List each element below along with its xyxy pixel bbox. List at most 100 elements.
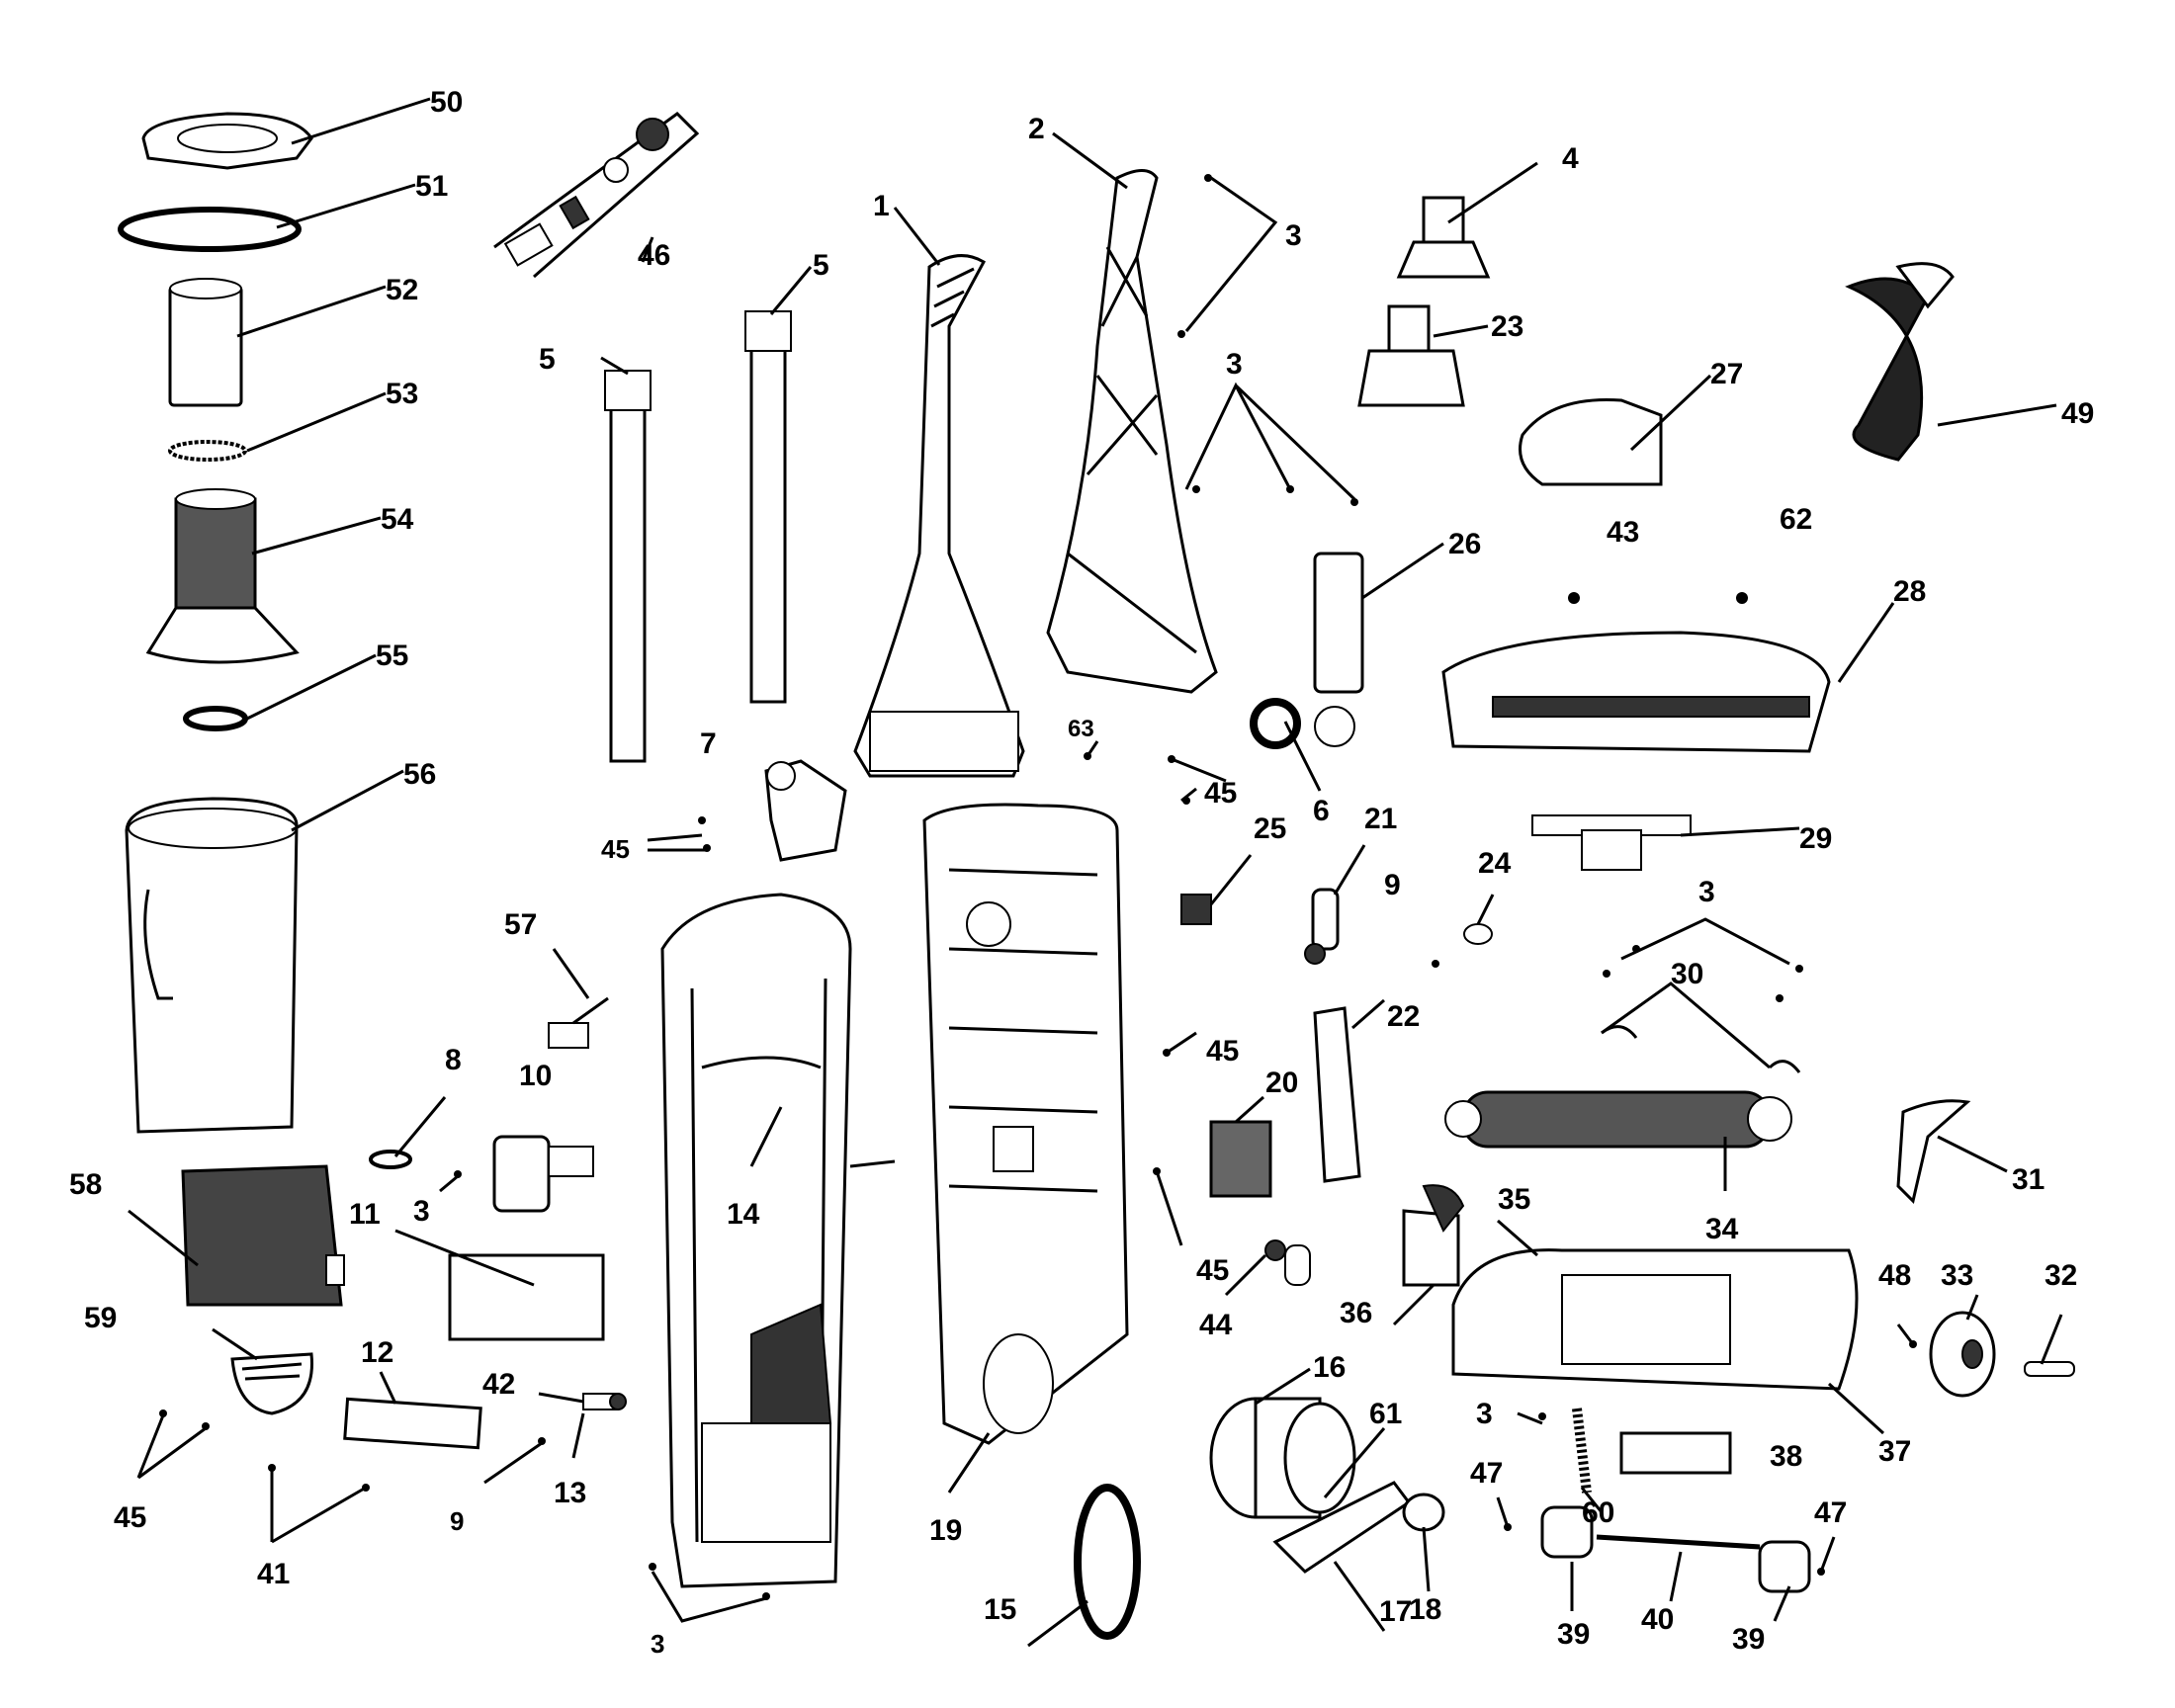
part-19-rear-housing xyxy=(922,803,1129,1445)
label-4: 4 xyxy=(1562,142,1579,175)
label-45d: 45 xyxy=(1196,1254,1229,1287)
label-37: 37 xyxy=(1878,1435,1911,1468)
label-17: 17 xyxy=(1379,1595,1412,1628)
label-6: 6 xyxy=(1313,795,1330,827)
part-15-belt xyxy=(1074,1484,1141,1640)
label-15: 15 xyxy=(984,1593,1016,1626)
label-62: 62 xyxy=(1780,503,1812,536)
label-16: 16 xyxy=(1313,1351,1346,1384)
label-50: 50 xyxy=(430,86,463,119)
part-50-filter-cap xyxy=(141,112,313,170)
part-2-handle-frame xyxy=(1046,169,1218,694)
part-21-shaft xyxy=(1304,888,1340,965)
part-33-wheel xyxy=(1929,1311,1996,1398)
part-14-front-housing xyxy=(660,893,852,1588)
label-22: 22 xyxy=(1387,1000,1420,1033)
label-19: 19 xyxy=(929,1514,962,1547)
label-45c: 45 xyxy=(1206,1035,1239,1068)
part-16-motor xyxy=(1209,1397,1356,1519)
label-27: 27 xyxy=(1710,358,1743,390)
label-63: 63 xyxy=(1068,716,1094,742)
part-60-spring xyxy=(1572,1408,1592,1494)
label-43: 43 xyxy=(1607,516,1639,549)
label-5b: 5 xyxy=(813,249,829,282)
label-13: 13 xyxy=(554,1477,586,1509)
label-28: 28 xyxy=(1893,575,1926,608)
part-28-hood xyxy=(1441,631,1831,753)
label-34: 34 xyxy=(1705,1213,1739,1245)
part-56-dust-cup xyxy=(125,797,299,1134)
part-40-rod xyxy=(1596,1534,1761,1550)
part-1-handle-grip xyxy=(853,254,1025,778)
label-9a: 9 xyxy=(1384,869,1401,901)
label-39b: 39 xyxy=(1732,1623,1765,1656)
label-49: 49 xyxy=(2061,397,2094,430)
part-20-filter xyxy=(1209,1120,1272,1198)
part-36-duct xyxy=(1402,1184,1465,1287)
part-49-hose xyxy=(1845,262,1955,462)
label-12: 12 xyxy=(361,1336,393,1369)
part-18-pulley xyxy=(1402,1493,1445,1532)
label-7: 7 xyxy=(700,727,717,760)
part-39-roller-left xyxy=(1540,1505,1594,1559)
label-3b: 3 xyxy=(1226,348,1243,381)
label-48: 48 xyxy=(1878,1259,1911,1292)
label-24: 24 xyxy=(1478,847,1512,880)
label-45a: 45 xyxy=(1204,777,1237,810)
label-3e: 3 xyxy=(1476,1398,1493,1430)
part-24-plug xyxy=(1463,923,1493,945)
part-44-knob xyxy=(1264,1239,1311,1286)
label-3c: 3 xyxy=(1698,876,1715,908)
label-39a: 39 xyxy=(1557,1618,1590,1651)
part-46-switch-kit xyxy=(493,112,700,279)
label-59: 59 xyxy=(84,1302,117,1334)
label-20: 20 xyxy=(1265,1067,1298,1099)
callout-labels: 50 51 52 53 54 55 56 46 5 5 1 2 3 3 4 23… xyxy=(69,86,2094,1659)
label-45b: 45 xyxy=(601,834,630,864)
part-32-axle xyxy=(2024,1361,2075,1377)
label-5a: 5 xyxy=(539,343,556,376)
part-39-roller-right xyxy=(1758,1540,1811,1593)
part-59-filter-tray xyxy=(230,1352,313,1415)
label-9b: 9 xyxy=(450,1506,464,1536)
part-53-seal-ring xyxy=(168,440,247,462)
part-57-clip xyxy=(548,996,609,1049)
part-10-motor-cap xyxy=(492,1135,594,1213)
part-27-tool-holder xyxy=(1519,397,1663,486)
label-47b: 47 xyxy=(1814,1496,1847,1529)
label-36: 36 xyxy=(1340,1297,1372,1329)
label-51: 51 xyxy=(415,170,448,203)
label-35: 35 xyxy=(1498,1183,1530,1216)
label-47a: 47 xyxy=(1470,1457,1503,1490)
part-26-wand-connector xyxy=(1313,552,1364,747)
label-3d: 3 xyxy=(413,1195,430,1228)
part-58-filter-screen xyxy=(181,1164,345,1307)
part-13-screw-fitting xyxy=(582,1393,627,1410)
label-2: 2 xyxy=(1028,113,1045,145)
part-7-cord-hook xyxy=(764,759,847,862)
label-29: 29 xyxy=(1799,822,1832,855)
part-11-filter-pad xyxy=(448,1253,605,1341)
part-12-plate xyxy=(343,1397,482,1450)
part-34-brushroll xyxy=(1444,1090,1792,1149)
part-8-washer xyxy=(369,1150,412,1169)
label-56: 56 xyxy=(403,758,436,791)
part-54-mesh-filter xyxy=(145,488,300,664)
label-38: 38 xyxy=(1770,1440,1802,1473)
part-25-switch xyxy=(1180,894,1212,925)
label-30: 30 xyxy=(1671,958,1703,990)
part-22-crevice-wand xyxy=(1313,1006,1361,1183)
label-3f: 3 xyxy=(651,1629,664,1659)
label-60: 60 xyxy=(1582,1496,1614,1529)
label-42: 42 xyxy=(482,1368,515,1401)
part-52-filter-cylinder xyxy=(168,278,243,407)
part-23-crevice-tool xyxy=(1357,304,1465,407)
label-54: 54 xyxy=(381,503,414,536)
label-23: 23 xyxy=(1491,310,1523,343)
label-11: 11 xyxy=(349,1198,381,1231)
label-10: 10 xyxy=(519,1060,552,1092)
label-40: 40 xyxy=(1641,1603,1674,1636)
part-29-bracket xyxy=(1531,814,1692,871)
part-31-pedal xyxy=(1896,1099,1971,1204)
